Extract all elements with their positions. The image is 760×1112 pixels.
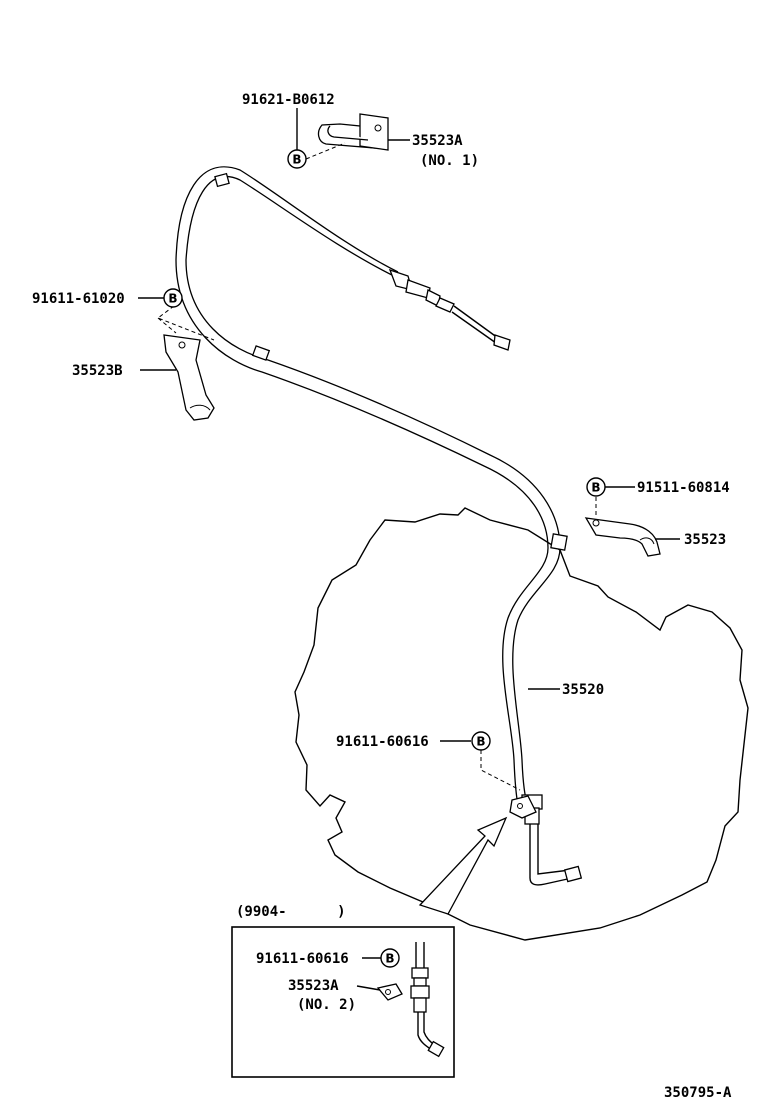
callout-b-lower: B [471,731,491,751]
label-bracket-right: 35523 [684,532,726,548]
callout-b-inset: B [380,948,400,968]
label-bolt-top: 91621-B0612 [242,92,335,108]
label-bracket-a-no1-note: (NO. 1) [420,153,479,169]
label-cable: 35520 [562,682,604,698]
cable-ferrule-right [550,533,568,551]
cable-ferrule-left [251,345,271,361]
cable-ferrule-top [214,172,230,188]
label-bracket-a-no1: 35523A [412,133,463,149]
label-bolt-left: 91611-61020 [32,291,125,307]
inset-range: (9904- ) [236,904,346,920]
inset-cable-detail [376,942,445,1058]
svg-text:B: B [292,153,301,167]
svg-text:B: B [476,735,485,749]
label-bracket-b: 35523B [72,363,123,379]
svg-text:B: B [385,952,394,966]
dash-bolt-left [156,305,215,341]
dash-bolt-top [305,142,346,160]
svg-text:B: B [591,481,600,495]
dash-bolt-lower [480,750,521,791]
callout-b-right: B [586,477,606,497]
lower-cable-bracket [509,795,537,819]
lower-cable-bracket-hole [517,803,523,809]
detail-arrow [418,816,508,915]
diagram-code: 350795-A [664,1085,732,1101]
label-bolt-lower: 91611-60616 [336,734,429,750]
transmission-housing-outline [294,507,749,941]
callout-b-left: B [163,288,183,308]
label-inset-bracket: 35523A [288,978,339,994]
label-inset-bracket-note: (NO. 2) [297,997,356,1013]
bracket-35523b [163,334,215,421]
upper-cable-end-fitting [388,268,511,351]
label-inset-bolt: 91611-60616 [256,951,349,967]
cable-35520-outer [185,175,561,806]
leader-inset-bracket [356,985,381,991]
bracket-35523 [584,517,661,557]
label-bolt-right: 91511-60814 [637,480,730,496]
cable-35520-inner [175,166,549,806]
bracket-35523a-no1 [317,113,389,151]
svg-text:B: B [168,292,177,306]
callout-b-top: B [287,149,307,169]
